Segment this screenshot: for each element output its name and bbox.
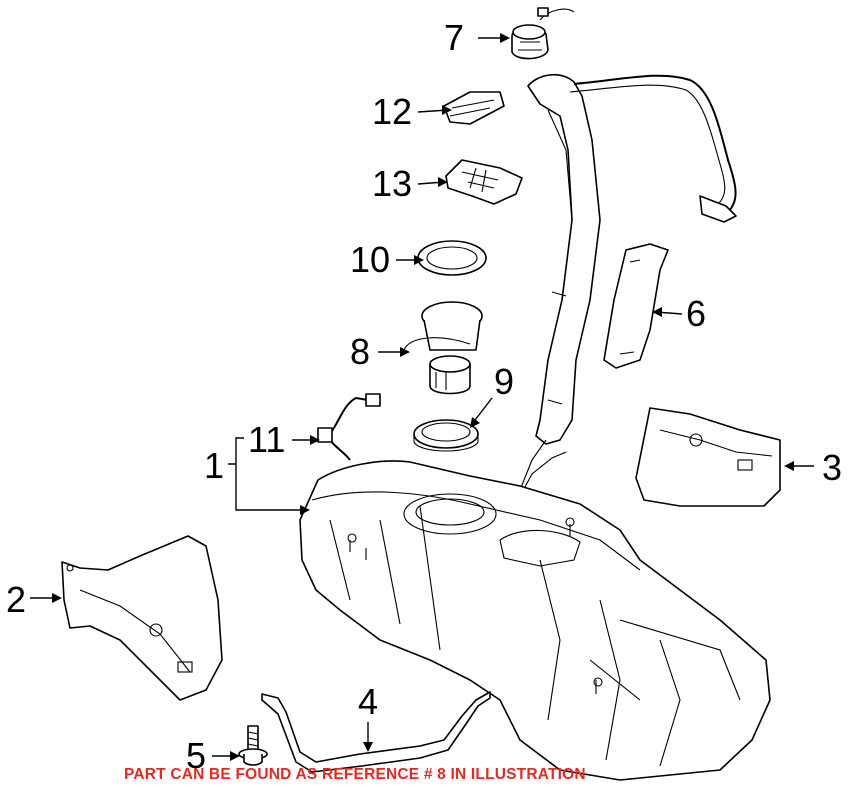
callout-6: 6 [686,293,707,334]
callout-12: 12 [372,91,413,132]
callout-7: 7 [444,17,465,58]
leader-lines [30,33,814,761]
part-12-control-module [443,91,505,125]
part-6-heat-shield [603,243,669,369]
callout-9: 9 [494,361,515,402]
part-3-shield-right [635,407,781,507]
part-8-fuel-pump [403,301,483,395]
part-1-fuel-tank [299,460,771,781]
part-11-wiring-harness [317,393,381,461]
callout-10: 10 [350,239,391,280]
callout-8: 8 [350,331,371,372]
part-5-bolt [238,725,268,766]
callout-13: 13 [372,163,413,204]
callout-4: 4 [358,681,379,722]
callout-3: 3 [822,447,843,488]
part-4-tank-strap [261,691,491,773]
part-13-bracket [445,159,523,205]
callout-5: 5 [186,735,207,776]
filler-neck-pipe [517,74,737,501]
part-2-shield-left [61,535,223,701]
part-10-lock-ring [417,240,487,276]
callout-2: 2 [6,579,27,620]
part-7-filler-cap [511,7,575,60]
callout-11: 11 [248,419,286,460]
footer-note: PART CAN BE FOUND AS REFERENCE # 8 IN IL… [124,766,586,783]
callout-1: 1 [204,445,225,486]
part-9-seal-ring [413,419,479,452]
